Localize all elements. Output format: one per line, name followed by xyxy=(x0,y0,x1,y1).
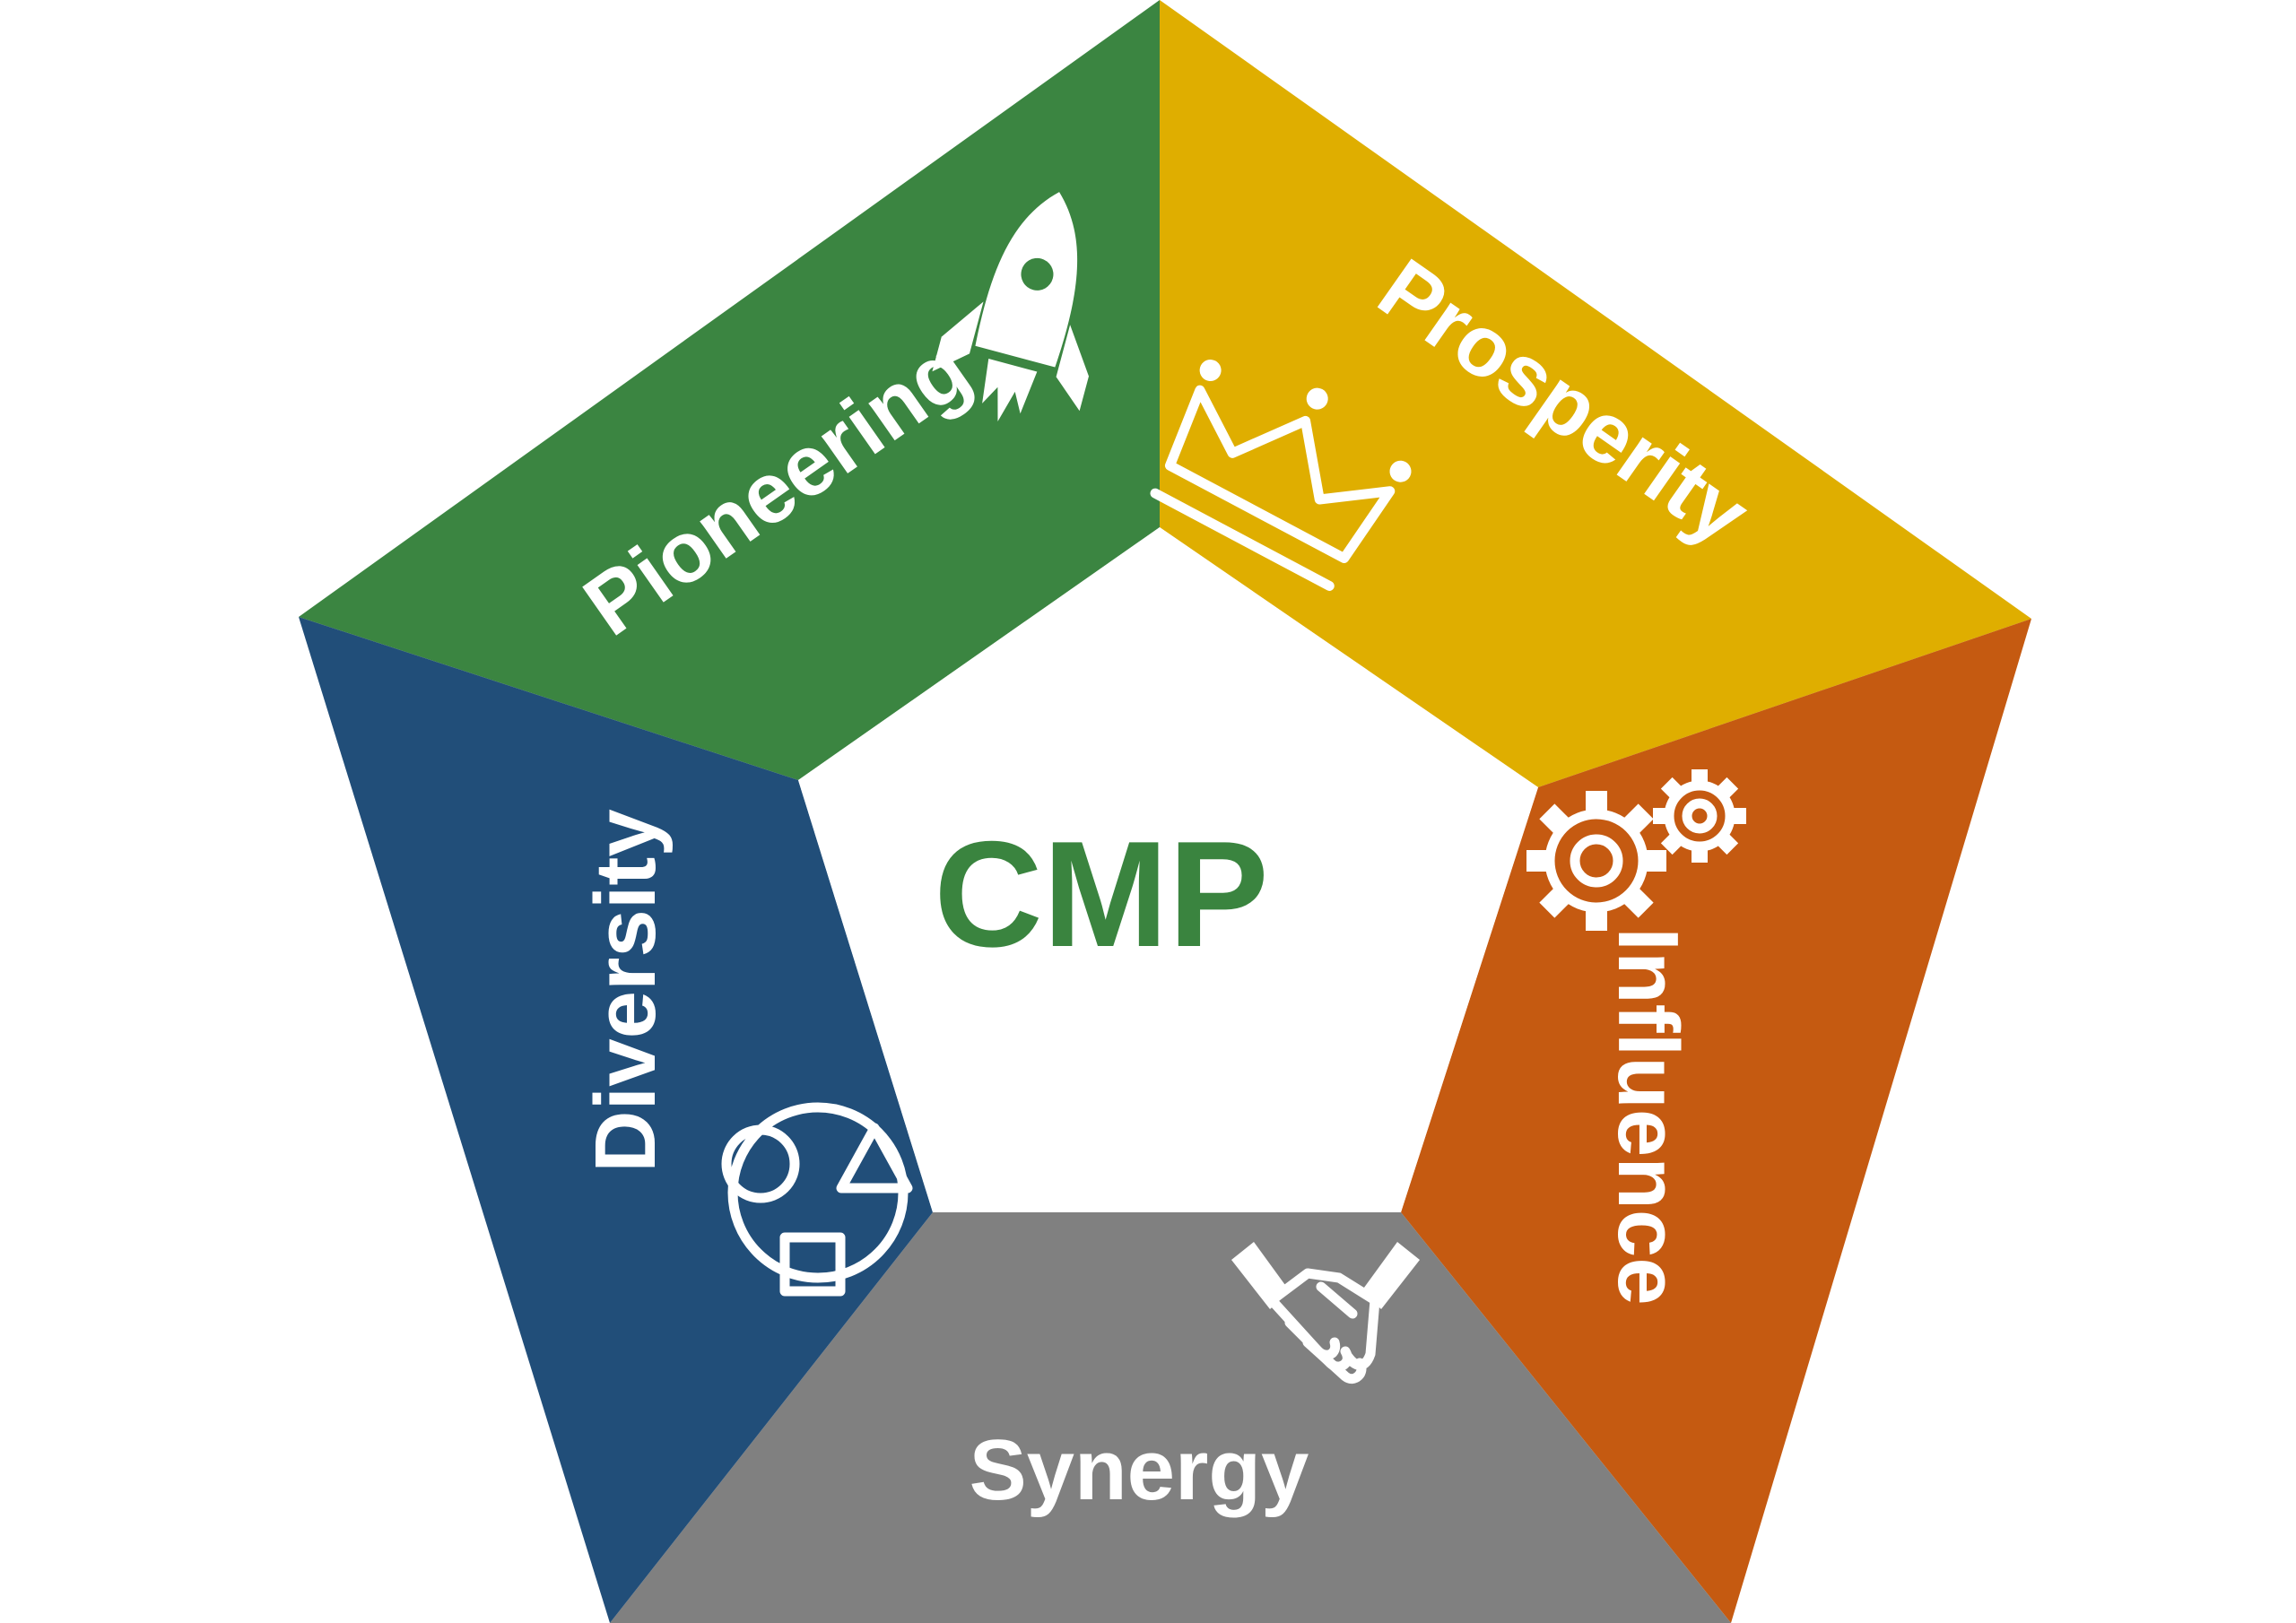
segment-pioneering xyxy=(299,0,1160,780)
segment-synergy xyxy=(610,1212,1731,1623)
segment-diversity xyxy=(299,617,933,1623)
label-influence: Influence xyxy=(1600,927,1696,1305)
gears-icon xyxy=(1526,769,1746,931)
shapes-icon xyxy=(721,1102,913,1297)
label-diversity: Diversity xyxy=(578,809,674,1173)
label-synergy: Synergy xyxy=(970,1422,1309,1518)
segment-influence xyxy=(1401,619,2031,1623)
rocket-icon xyxy=(932,192,1089,422)
center-label: CMP xyxy=(934,810,1268,978)
crown-icon xyxy=(1150,360,1412,591)
segment-prosperity xyxy=(1160,0,2031,787)
handshake-icon xyxy=(1231,1242,1420,1384)
center-pentagon xyxy=(798,527,1538,1212)
